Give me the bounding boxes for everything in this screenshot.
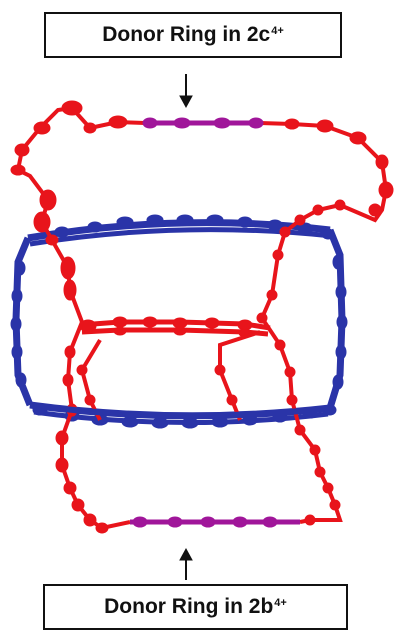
acceptor-ring	[10, 214, 348, 429]
label-donor-ring-2b-text: Donor Ring in 2b	[104, 595, 274, 618]
label-donor-ring-2b-charge: 4+	[274, 597, 287, 609]
donor-core-2b	[130, 516, 300, 528]
donor-ring-2b	[55, 316, 343, 534]
label-donor-ring-2c-charge: 4+	[271, 25, 284, 37]
top-arrow	[179, 74, 193, 109]
bottom-arrow	[179, 547, 193, 580]
acceptor-ring-front	[29, 402, 331, 419]
donor-core-2c	[142, 117, 264, 129]
label-donor-ring-2c-text: Donor Ring in 2c	[102, 23, 271, 46]
donor-ring-2c	[10, 100, 394, 338]
